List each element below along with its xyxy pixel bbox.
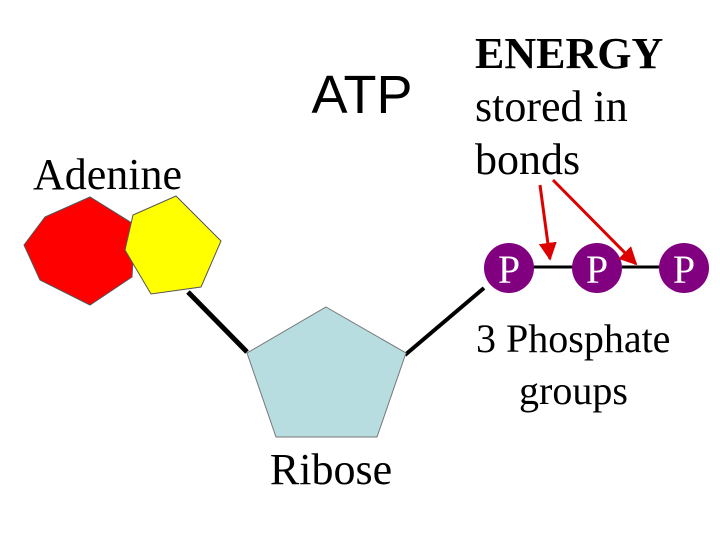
phosphate-circle-1 <box>484 243 534 293</box>
phosphate-circle-2 <box>572 243 622 293</box>
energy-arrow-1 <box>538 184 557 261</box>
title-atp: ATP <box>311 65 412 125</box>
adenine-pentagon <box>124 195 222 295</box>
phosphate-label-1: P <box>498 247 520 292</box>
energy-line-2: stored in <box>475 82 628 131</box>
adenine-hexagon <box>23 196 136 306</box>
bond-ribose-phosphate <box>403 286 486 357</box>
adenine-label: Adenine <box>33 150 182 199</box>
phosphate-caption-line-2: groups <box>519 368 628 413</box>
energy-arrow-2 <box>551 178 638 266</box>
energy-heading: ENERGY <box>475 29 663 78</box>
phosphate-circle-3 <box>659 243 709 293</box>
ribose-pentagon <box>246 306 407 438</box>
energy-line-3: bonds <box>475 135 580 184</box>
phosphate-label-2: P <box>586 247 608 292</box>
phosphate-caption-line-1: 3 Phosphate <box>476 316 670 361</box>
ribose-label: Ribose <box>270 445 392 494</box>
bond-adenine-ribose <box>186 290 249 354</box>
phosphate-label-3: P <box>673 247 695 292</box>
